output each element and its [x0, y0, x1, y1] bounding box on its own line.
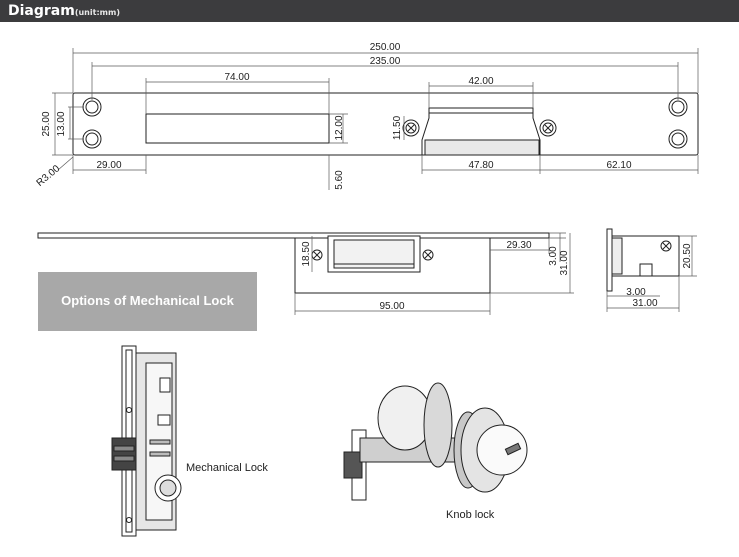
dim-end-thickness: 3.00: [626, 287, 646, 298]
side-plate: [37, 232, 550, 239]
dim-side-body-length: 95.00: [379, 301, 404, 312]
end-plate: [606, 228, 613, 292]
dim-hole-v-spacing: 13.00: [56, 111, 67, 136]
end-screw: [660, 240, 672, 252]
dim-keeper-offset: 62.10: [606, 160, 631, 171]
dim-end-depth: 31.00: [632, 298, 657, 309]
options-title: Options of Mechanical Lock: [61, 293, 234, 308]
side-dimension-lines: [294, 232, 574, 315]
dim-keeper-height: 11.50: [392, 115, 403, 140]
dim-side-body-height: 18.50: [301, 241, 312, 266]
end-view: [606, 228, 680, 292]
mechanical-lock-illustration: [111, 345, 182, 537]
dim-keeper-bottom: 47.80: [468, 160, 493, 171]
knob-lock-illustration: [343, 382, 528, 501]
dim-overall-length: 250.00: [370, 42, 401, 53]
dim-keeper-top: 42.00: [468, 76, 493, 87]
dim-slot-hole: 5.60: [334, 170, 345, 190]
top-view: [72, 92, 699, 156]
side-screw-right: [422, 249, 434, 261]
dim-slot-height: 12.00: [334, 115, 345, 140]
dim-hole-spacing: 235.00: [370, 56, 401, 67]
mechanical-lock-label: Mechanical Lock: [186, 462, 268, 474]
dim-end-height: 20.50: [682, 243, 693, 268]
options-panel: Options of Mechanical Lock: [38, 272, 257, 331]
dim-side-depth: 31.00: [559, 250, 570, 275]
header-bar: Diagram(unit:mm): [0, 0, 739, 22]
dim-side-thickness: 3.00: [548, 246, 559, 266]
mount-holes: [82, 97, 688, 149]
title-text: Diagram: [8, 3, 75, 19]
dim-corner-radius: R3.00: [35, 163, 63, 189]
dim-slot-offset: 29.00: [96, 160, 121, 171]
slot: [145, 113, 330, 144]
dim-plate-height: 25.00: [41, 111, 52, 136]
dim-slot-length: 74.00: [224, 72, 249, 83]
dim-side-lip: 29.30: [506, 240, 531, 251]
unit-label: (unit:mm): [74, 8, 120, 17]
hole-bottom-right-outer: [668, 129, 688, 149]
end-dimension-lines: [606, 235, 697, 312]
diagram-title: Diagram(unit:mm): [8, 3, 120, 19]
top-dimension-lines: [52, 48, 699, 190]
keeper-screw-right: [539, 119, 557, 137]
side-view: [37, 232, 550, 294]
knob-lock-label: Knob lock: [446, 509, 495, 521]
keeper-screw-left: [402, 119, 420, 137]
face-plate: [72, 92, 699, 156]
